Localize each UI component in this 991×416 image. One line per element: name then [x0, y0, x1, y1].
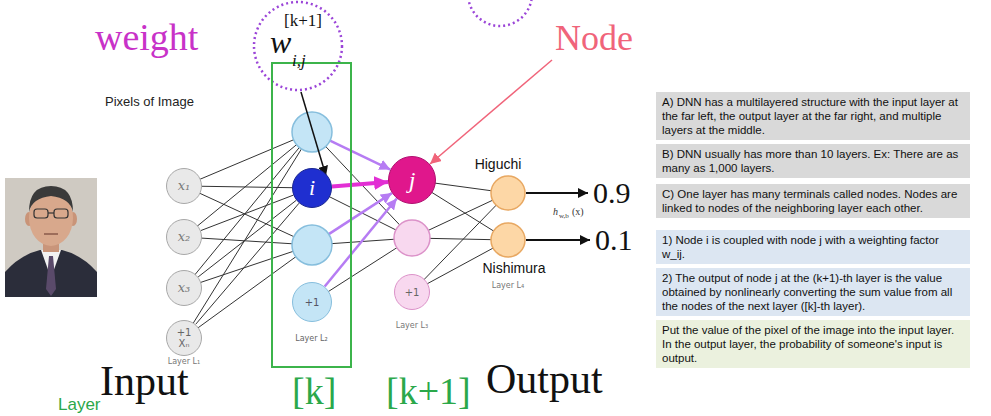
note-text: C) One layer has many terminals called n…: [662, 187, 964, 215]
layer-label: Layer L₃: [396, 322, 429, 330]
layer-label: Layer L₄: [492, 282, 525, 290]
output-value: 0.1: [595, 225, 633, 255]
layer-index: [k]: [292, 372, 336, 410]
weight-arrows: [329, 141, 392, 234]
layer-title: Layer: [58, 396, 101, 413]
weight-title: weight: [95, 18, 198, 56]
node-label: +1: [305, 297, 320, 308]
node-pointer: [430, 60, 552, 164]
weight-connection: [325, 199, 397, 287]
weight-connection: [196, 203, 299, 324]
output-name: Higuchi: [475, 157, 522, 171]
note-text: Put the value of the pixel of the image …: [662, 323, 964, 365]
output-value: 0.9: [593, 178, 631, 208]
node-label: Xₙ: [179, 338, 190, 349]
function-symbol: h: [553, 207, 558, 217]
selected-node: i: [292, 168, 332, 208]
weight-pointer: [301, 92, 326, 176]
network-wires: [184, 132, 508, 338]
input-node: x₃: [166, 270, 202, 306]
node-label: i: [309, 176, 315, 200]
bias-node: +1: [292, 282, 332, 322]
weight-subscript: i,j: [292, 52, 306, 69]
note-text: 2) The output of node j at the (k+1)-th …: [662, 271, 964, 313]
node-label: x₂: [178, 230, 191, 244]
node-label: +1: [177, 327, 192, 338]
bias-node: +1Xₙ: [166, 320, 202, 356]
weight-connection: [198, 200, 296, 277]
function-subscript: w,b: [559, 213, 569, 220]
function-argument: (x): [572, 207, 584, 217]
note-box: 1) Node i is coupled with node j with a …: [656, 230, 970, 264]
output-title: Output: [486, 358, 603, 400]
input-node: x₂: [166, 219, 202, 255]
input-node: x₁: [166, 168, 202, 204]
note-box: A) DNN has a multilayered structure with…: [656, 92, 970, 140]
weight-superscript: [k+1]: [284, 12, 322, 29]
hidden-nodes: [292, 112, 525, 265]
output-arrows: [526, 193, 590, 240]
portrait-photo: [5, 178, 97, 297]
caption-label: Pixels of Image: [105, 95, 194, 108]
node-label: j: [409, 167, 416, 193]
node-label: Layer L₂: [295, 334, 328, 344]
node-title: Node: [555, 20, 633, 56]
selected-node: j: [388, 156, 436, 204]
note-text: B) DNN usually has more than 10 layers. …: [662, 147, 964, 175]
note-text: A) DNN has a multilayered structure with…: [662, 95, 964, 137]
layer-index: [k+1]: [386, 372, 471, 410]
bias-node: +1: [394, 274, 430, 310]
weight-symbol: w: [270, 26, 291, 58]
note-box: B) DNN usually has more than 10 layers. …: [656, 144, 970, 178]
node-label: x₃: [178, 281, 191, 295]
output-name: Nishimura: [482, 261, 545, 275]
note-box: 2) The output of node j at the (k+1)-th …: [656, 268, 970, 316]
weight-connection: [202, 186, 292, 187]
dotted-highlight: [254, 0, 532, 90]
node-label: +1: [405, 287, 420, 298]
node-label: x₁: [178, 179, 191, 193]
input-title: Input: [100, 360, 189, 402]
hidden-layer-box: Layer L₂ i +1: [271, 62, 352, 368]
note-box: Put the value of the pixel of the image …: [656, 320, 970, 368]
note-text: 1) Node i is coupled with node j with a …: [662, 233, 964, 261]
note-box: C) One layer has many terminals called n…: [656, 184, 970, 218]
weight-connection: [332, 182, 388, 186]
